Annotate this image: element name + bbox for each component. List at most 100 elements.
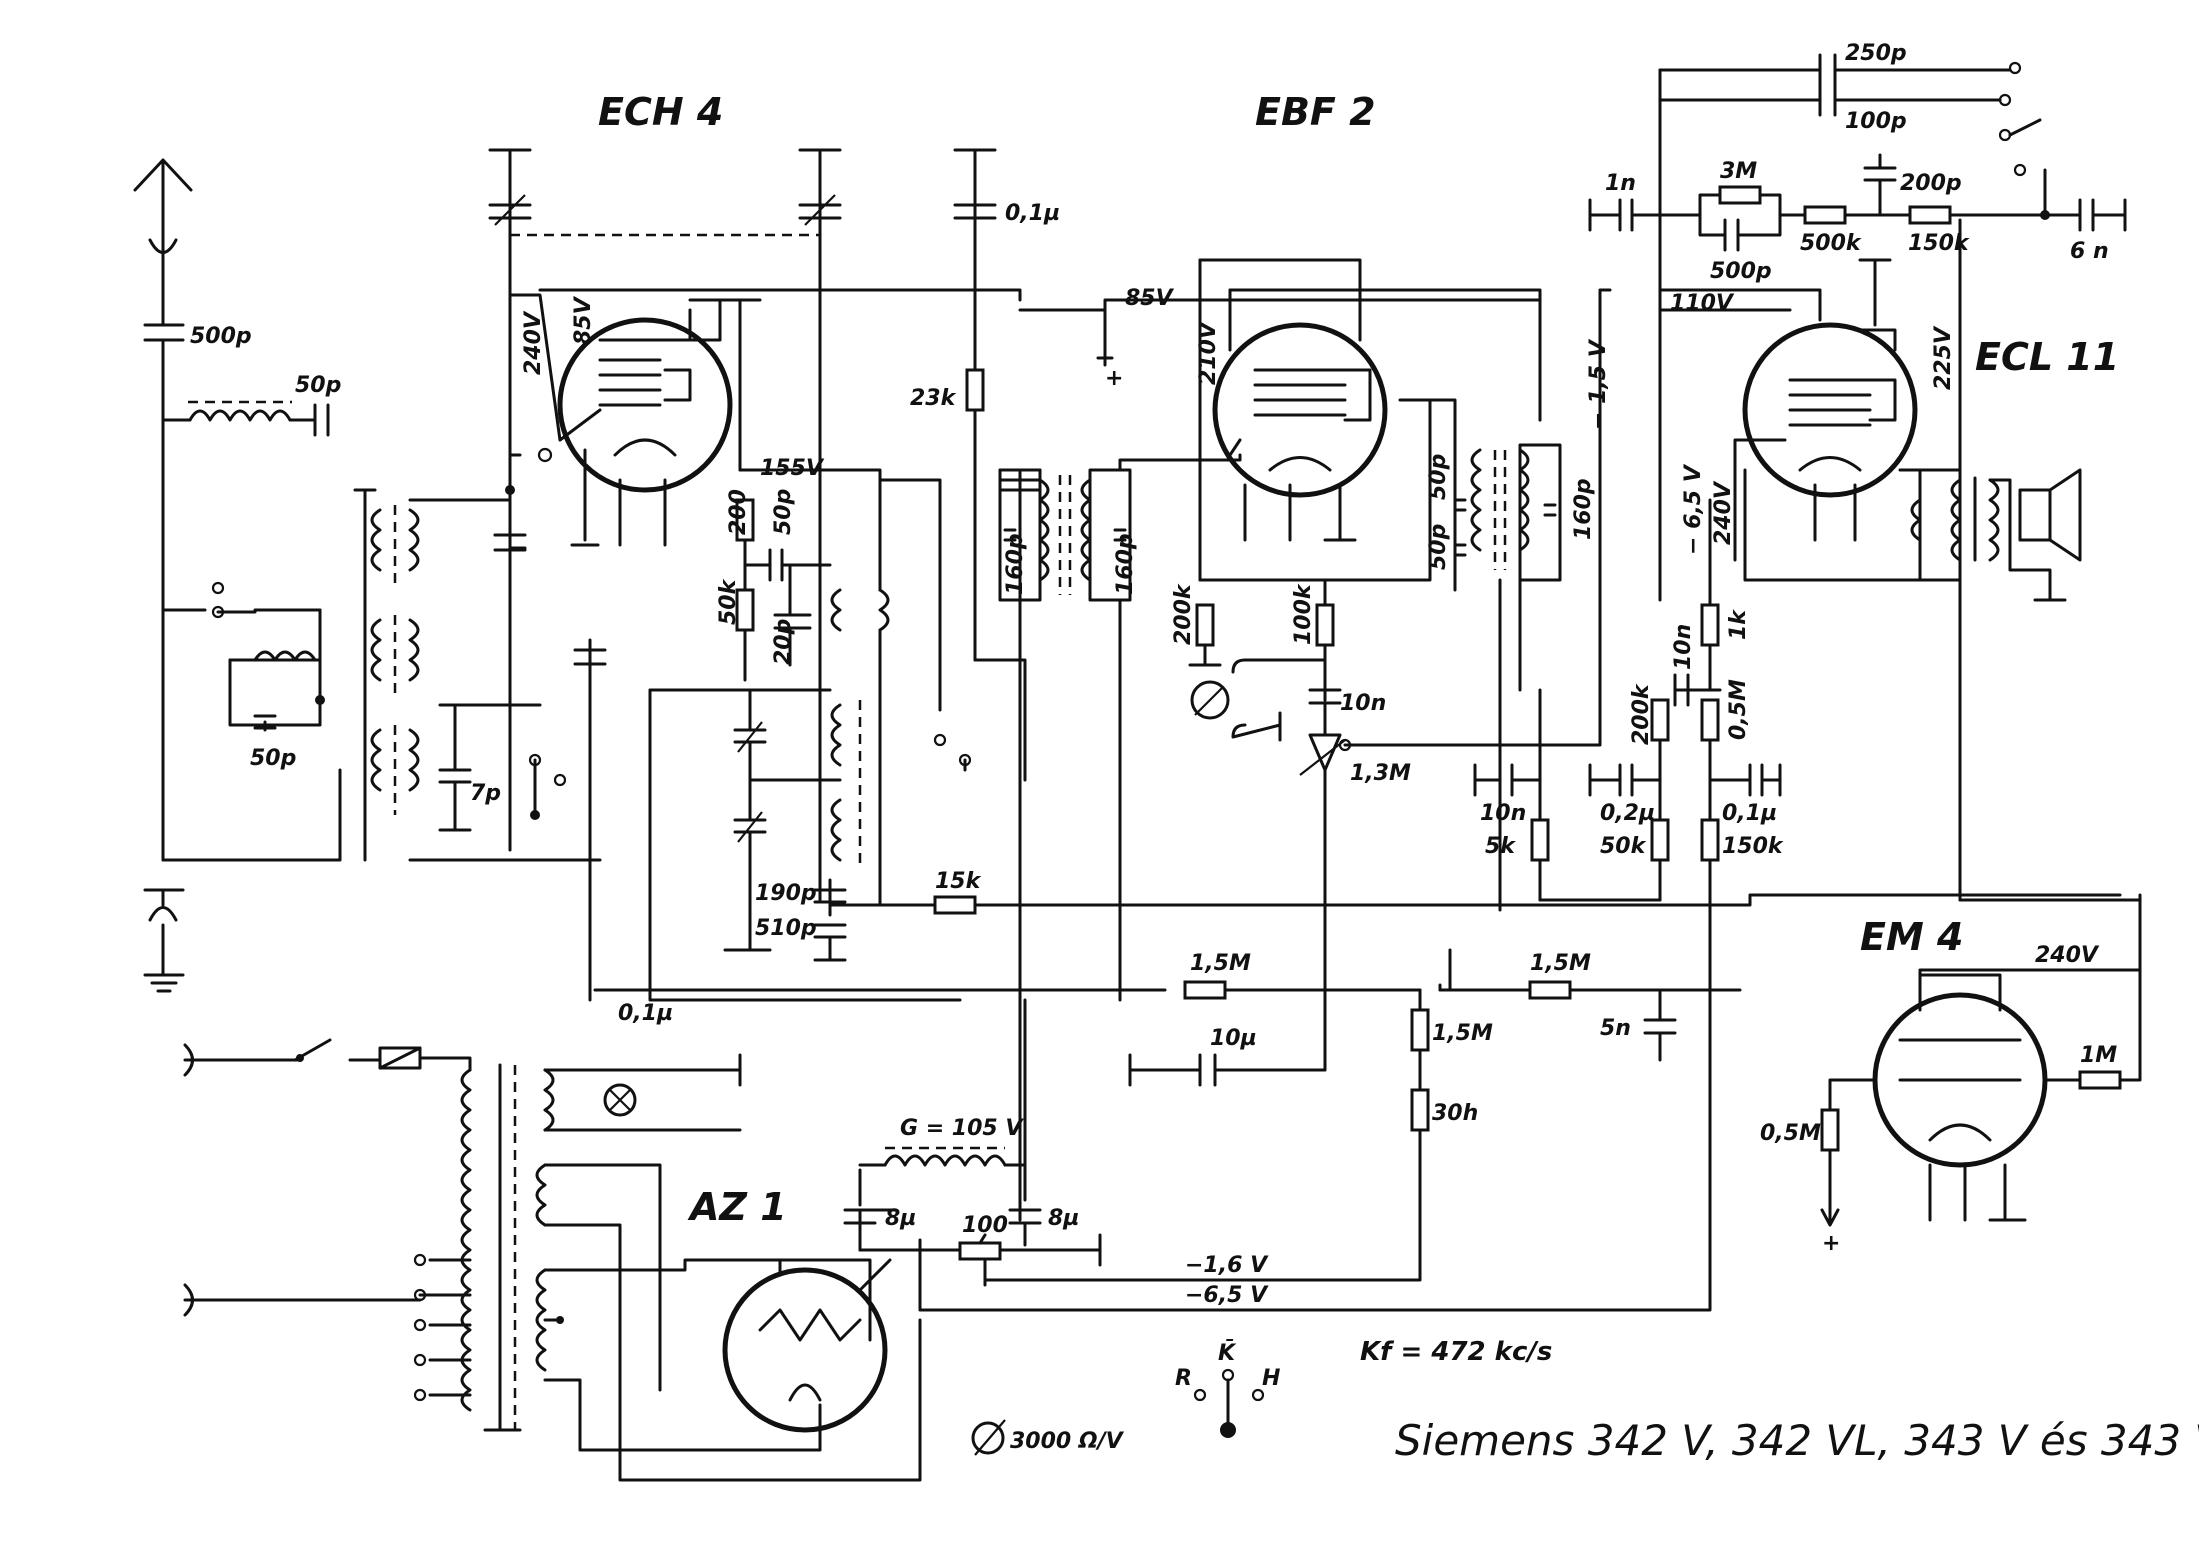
label-c8u-b: 8µ bbox=[1048, 1206, 1080, 1231]
label-c250p: 250p bbox=[1845, 41, 1907, 66]
antenna-icon bbox=[133, 158, 193, 257]
power-supply bbox=[183, 1038, 922, 1482]
label-r200k-a: 200k bbox=[1171, 583, 1196, 645]
label-c500p: 500p bbox=[190, 324, 252, 349]
label-v85-bus: 85V bbox=[1125, 286, 1175, 311]
wave-switch bbox=[1193, 1368, 1265, 1438]
label-c01u-top: 0,1µ bbox=[1005, 201, 1060, 226]
label-c02u: 0,2µ bbox=[1600, 801, 1655, 826]
em4-tube bbox=[1820, 893, 2142, 1227]
oscillator-section bbox=[648, 148, 2122, 1002]
label-c160p-b: 160p bbox=[1113, 533, 1138, 595]
meter-icon bbox=[971, 1419, 1006, 1456]
label-v240-ech: 240V bbox=[521, 310, 546, 375]
tube-label-az1: AZ 1 bbox=[687, 1185, 787, 1229]
tone-control bbox=[1588, 53, 2127, 602]
label-switch-r: R bbox=[1175, 1366, 1192, 1391]
label-r200k-b: 200k bbox=[1629, 683, 1654, 745]
label-r500k: 500k bbox=[1800, 231, 1862, 256]
label-r1m: 1M bbox=[2080, 1043, 2117, 1068]
af-network bbox=[918, 498, 1782, 1312]
label-vm65: − 6,5 V bbox=[1681, 463, 1706, 555]
label-v155: 155V bbox=[760, 456, 825, 481]
label-c160p-c: 160p bbox=[1571, 478, 1596, 540]
label-switch-h: H bbox=[1262, 1366, 1280, 1391]
label-pot-13m: 1,3M bbox=[1350, 761, 1411, 786]
label-r1k: 1k bbox=[1726, 609, 1751, 640]
label-r30h: 30h bbox=[1432, 1101, 1478, 1126]
label-c10n-c: 10n bbox=[1671, 624, 1696, 670]
label-c1n: 1n bbox=[1605, 171, 1636, 196]
label-v85-ech: 85V bbox=[571, 295, 596, 345]
label-c5n: 5n bbox=[1600, 1016, 1631, 1041]
label-c190p: 190p bbox=[755, 881, 817, 906]
labels: ECH 4 EBF 2 ECL 11 EM 4 AZ 1 500p 50p 50… bbox=[190, 41, 2199, 1465]
ebf2-tube bbox=[1188, 258, 1562, 912]
label-r150k-b: 150k bbox=[1722, 834, 1784, 859]
label-r15m-a: 1,5M bbox=[1190, 951, 1251, 976]
label-v240-ecl: 240V bbox=[1711, 480, 1736, 545]
label-r150k: 150k bbox=[1908, 231, 1970, 256]
tube-label-ech4: ECH 4 bbox=[598, 90, 723, 134]
label-r5k: 5k bbox=[1485, 834, 1516, 859]
label-c500p-b: 500p bbox=[1710, 259, 1772, 284]
label-c160p-a: 160p bbox=[1003, 533, 1028, 595]
speaker-icon bbox=[2048, 468, 2082, 562]
label-vm16-bot: −1,6 V bbox=[1185, 1253, 1269, 1278]
label-r50k-b: 50k bbox=[1600, 834, 1647, 859]
label-v225: 225V bbox=[1931, 325, 1956, 390]
label-r15m-c: 1,5M bbox=[1432, 1021, 1493, 1046]
label-r05m-a: 0,5M bbox=[1726, 679, 1751, 740]
label-r3m: 3M bbox=[1720, 159, 1757, 184]
bias-lines bbox=[593, 948, 1742, 1282]
label-if-frequency: Kf = 472 kc/s bbox=[1360, 1337, 1552, 1367]
if-transformer-1 bbox=[998, 298, 1542, 1002]
detector-section bbox=[1128, 288, 1612, 1087]
label-plus-a: + bbox=[1105, 366, 1123, 391]
label-c100p: 100p bbox=[1845, 109, 1907, 134]
label-switch-k: K̄ bbox=[1218, 1340, 1237, 1366]
filter-section bbox=[843, 998, 1102, 1287]
label-v210: 210V bbox=[1196, 320, 1221, 385]
ech4-tube bbox=[488, 148, 1022, 1002]
label-c200p: 200p bbox=[1900, 171, 1962, 196]
label-choke: G = 105 V bbox=[900, 1116, 1024, 1141]
label-r15m-b: 1,5M bbox=[1530, 951, 1591, 976]
antenna-section bbox=[133, 158, 330, 993]
label-c10n-a: 10n bbox=[1340, 691, 1386, 716]
label-c10u: 10µ bbox=[1210, 1026, 1257, 1051]
label-c01u-bot: 0,1µ bbox=[618, 1001, 673, 1026]
input-coils bbox=[161, 488, 602, 862]
tube-label-ecl11: ECL 11 bbox=[1975, 335, 2119, 379]
label-r200: 200 bbox=[726, 489, 751, 535]
schematic-title: Siemens 342 V, 342 VL, 343 V és 343 VL bbox=[1395, 1416, 2199, 1465]
az1-tube bbox=[698, 1258, 892, 1433]
label-c8u-a: 8µ bbox=[885, 1206, 917, 1231]
label-r05m-b: 0,5M bbox=[1760, 1121, 1821, 1146]
label-c50p-low: 50p bbox=[250, 746, 296, 771]
label-c50p-mid: 50p bbox=[771, 489, 796, 535]
label-c7p: 7p bbox=[470, 781, 501, 806]
label-vm15: − 1,5 V bbox=[1586, 338, 1611, 430]
label-c50p-r1: 50p bbox=[1426, 454, 1451, 500]
label-r23k: 23k bbox=[910, 386, 957, 411]
label-v240-em: 240V bbox=[2035, 943, 2100, 968]
label-meter: 3000 Ω/V bbox=[1010, 1429, 1125, 1454]
label-r15k: 15k bbox=[935, 869, 982, 894]
label-r100k: 100k bbox=[1291, 583, 1316, 645]
label-c20p: 20p bbox=[771, 619, 796, 665]
label-c50p-r2: 50p bbox=[1426, 524, 1451, 570]
label-c10n-b: 10n bbox=[1480, 801, 1526, 826]
label-c510p: 510p bbox=[755, 916, 817, 941]
label-r50k: 50k bbox=[716, 578, 741, 625]
label-r100: 100 bbox=[962, 1213, 1008, 1238]
label-c50p-top: 50p bbox=[295, 373, 341, 398]
label-c6n: 6 n bbox=[2070, 239, 2109, 264]
label-vm65-bot: −6,5 V bbox=[1185, 1283, 1269, 1308]
ecl11-tube bbox=[1658, 218, 2082, 902]
label-c01u-c: 0,1µ bbox=[1722, 801, 1777, 826]
label-v110: 110V bbox=[1670, 291, 1735, 316]
tube-label-ebf2: EBF 2 bbox=[1255, 90, 1376, 134]
tube-label-em4: EM 4 bbox=[1860, 915, 1963, 959]
